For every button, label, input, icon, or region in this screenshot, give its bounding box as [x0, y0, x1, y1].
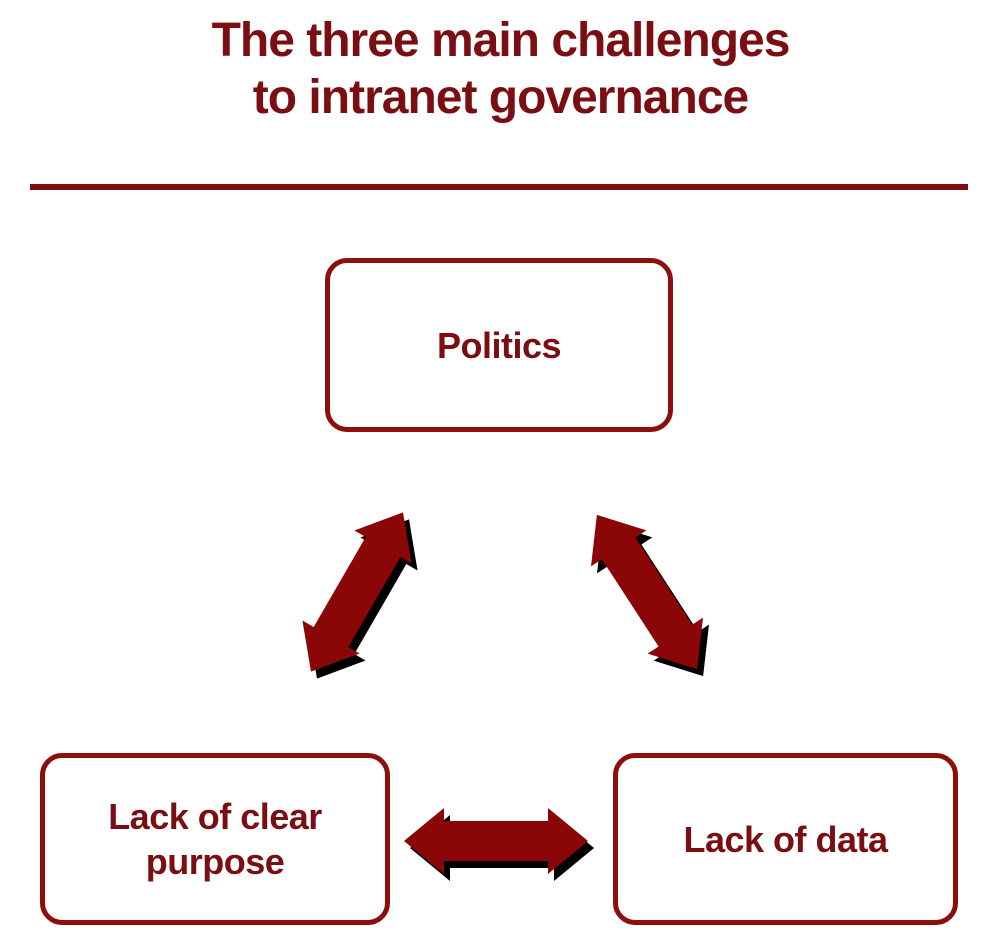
title-divider-rule	[30, 184, 968, 190]
node-label-lack-of-data: Lack of data	[683, 818, 888, 860]
node-label-lack-of-clear-purpose: Lack of clear purpose	[108, 796, 322, 882]
double-arrow-politics-purpose-icon	[302, 512, 412, 672]
node-box-lack-of-data: Lack of data	[613, 753, 958, 925]
node-box-lack-of-clear-purpose: Lack of clear purpose	[40, 753, 390, 925]
title-line-1: The three main challenges	[211, 14, 791, 67]
node-label-politics: Politics	[436, 324, 562, 366]
title-line-2: to intranet governance	[252, 71, 749, 124]
double-arrow-politics-data-icon	[591, 514, 703, 670]
page-title: The three main challenges to intranet go…	[0, 12, 1001, 126]
node-box-politics: Politics	[325, 258, 673, 432]
double-arrow-purpose-data-icon	[404, 808, 588, 874]
